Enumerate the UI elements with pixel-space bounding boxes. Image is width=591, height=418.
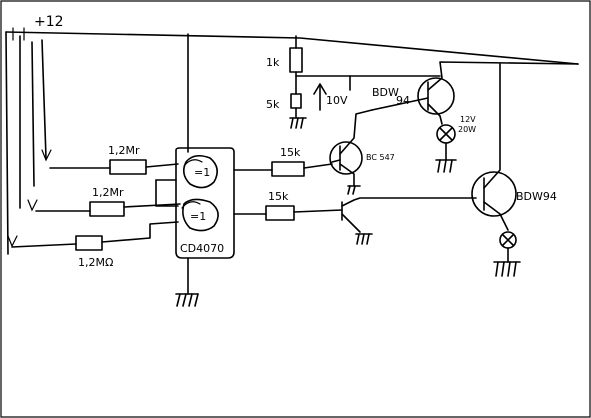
ic-gate-bottom-label: =1 xyxy=(190,210,206,223)
transistor-bc547-label: BC 547 xyxy=(366,153,395,162)
lamp-12v xyxy=(436,124,456,161)
base-resistor-2 xyxy=(233,205,343,221)
lamp-label-2: 20W xyxy=(458,125,476,134)
ground-symbol-divider xyxy=(289,117,307,129)
input-resistor-1-label: 1,2Mr xyxy=(108,144,140,157)
resistor-5k-label: 5k xyxy=(266,98,280,111)
ground-symbol-bc547 xyxy=(347,185,361,195)
input-resistor-1 xyxy=(49,159,179,175)
lamp-label-1: 12V xyxy=(460,115,476,124)
ic-cd4070 xyxy=(155,147,235,295)
input-resistor-3 xyxy=(11,221,179,251)
base-resistor-1-label: 15k xyxy=(280,146,301,159)
input-resistor-3-label: 1,2MΩ xyxy=(78,256,113,269)
voltage-label: 10V xyxy=(326,94,348,107)
voltage-arrow xyxy=(313,83,327,111)
transistor-bdw94-top xyxy=(371,61,579,125)
ic-gate-top-label: =1 xyxy=(194,166,210,179)
lamp-right xyxy=(499,231,517,263)
input-resistor-2-label: 1,2Mr xyxy=(92,186,124,199)
base-resistor-1 xyxy=(233,161,333,177)
transistor-driver-lower xyxy=(341,197,477,233)
base-resistor-2-label: 15k xyxy=(268,190,289,203)
transistor-bdw94-top-label-1: BDW xyxy=(372,86,399,99)
transistor-bdw94-right xyxy=(471,63,517,231)
resistor-1k-label: 1k xyxy=(266,56,280,69)
supply-rail xyxy=(5,27,579,255)
ic-part-label: CD4070 xyxy=(180,242,224,255)
transistor-bdw94-top-label-2: 94 xyxy=(396,94,410,107)
transistor-bdw94-right-label: BDW94 xyxy=(516,190,557,203)
divider-1k-5k xyxy=(289,35,441,119)
input-resistor-2 xyxy=(35,201,181,217)
ground-symbol-driver xyxy=(355,233,373,245)
transistor-bc547 xyxy=(329,109,373,187)
ground-symbol-right xyxy=(493,261,521,277)
ground-symbol-ic xyxy=(175,293,199,307)
ground-symbol-lamp xyxy=(435,159,457,173)
supply-label: +12 xyxy=(34,14,64,30)
